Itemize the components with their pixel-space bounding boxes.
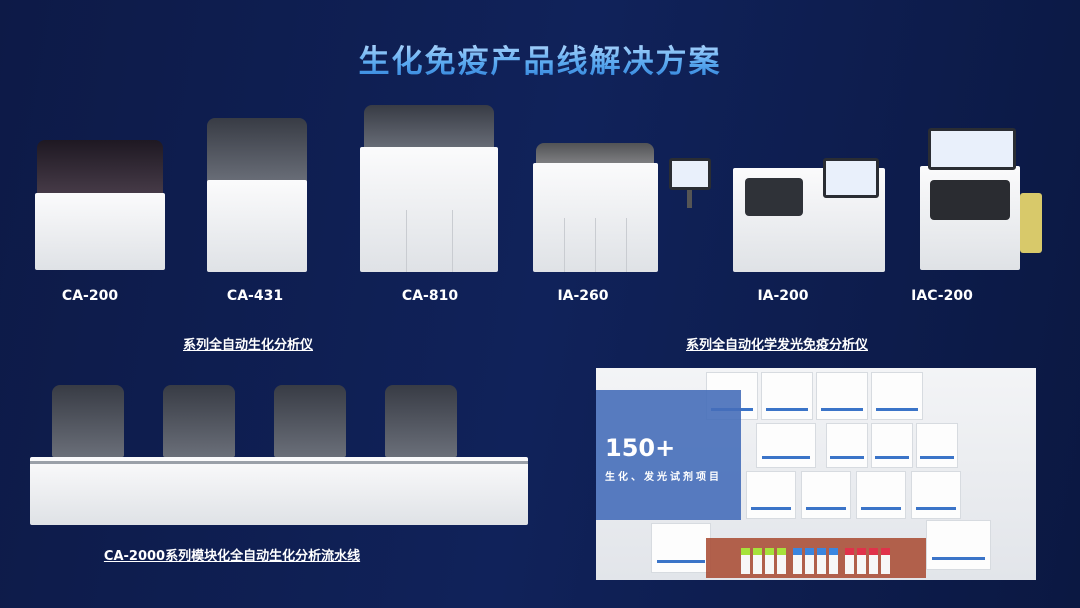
product-image-ia-260 — [533, 143, 711, 272]
product-image-ca-810 — [360, 105, 498, 272]
product-label: IA-200 — [757, 288, 809, 304]
product-image-ca-200 — [35, 135, 165, 270]
biochem-series-label: 系列全自动生化分析仪 — [182, 338, 314, 353]
product-image-iac-200 — [920, 128, 1045, 270]
pipeline-label: CA-2000系列模块化全自动生化分析流水线 — [103, 549, 361, 564]
reagents-photo: 150+ 生化、发光试剂项目 — [596, 368, 1036, 580]
product-label: CA-200 — [61, 288, 119, 304]
product-label: IAC-200 — [911, 288, 973, 304]
reagent-count: 150+ — [605, 434, 676, 462]
reagent-caption: 生化、发光试剂项目 — [605, 472, 722, 483]
pipeline-image — [30, 385, 528, 525]
product-label: CA-431 — [226, 288, 284, 304]
product-image-ca-431 — [207, 118, 307, 272]
slide-title: 生化免疫产品线解决方案 — [0, 36, 1080, 81]
product-label: IA-260 — [557, 288, 609, 304]
product-label: CA-810 — [401, 288, 459, 304]
product-image-ia-200 — [733, 158, 885, 272]
reagent-count-overlay — [596, 390, 741, 520]
immuno-series-label: 系列全自动化学发光免疫分析仪 — [685, 338, 869, 353]
